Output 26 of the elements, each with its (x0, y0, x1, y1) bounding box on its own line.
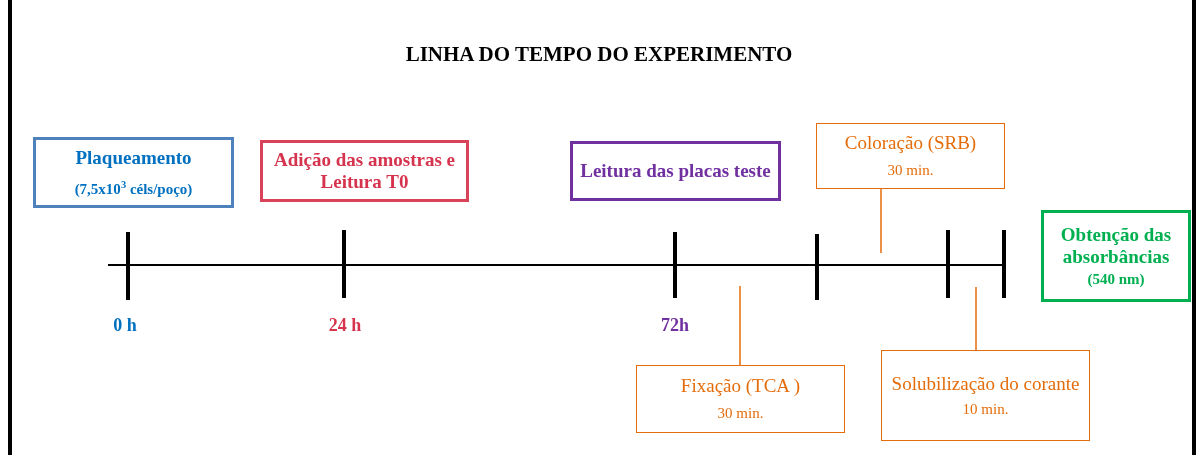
diagram-title: LINHA DO TEMPO DO EXPERIMENTO (404, 42, 794, 67)
step-text: Adição das amostras e Leitura T0 (273, 149, 456, 193)
time-label: 72h (661, 315, 689, 336)
step-box (260, 140, 469, 202)
step-box (33, 137, 234, 208)
leader-line (975, 286, 977, 351)
step-box (570, 141, 781, 201)
step-text: Obtenção das absorbâncias (1059, 224, 1173, 268)
step-text: Fixação (TCA ) (680, 375, 801, 398)
step-text: Coloração (SRB) (844, 132, 977, 155)
leader-line (880, 188, 882, 254)
step-detail: (540 nm) (1087, 270, 1145, 288)
step-box (816, 123, 1005, 189)
step-detail: (7,5x10$^{3}$ céls/poço) (74, 178, 193, 199)
leader-line (739, 285, 741, 366)
step-text: Leitura das placas teste (580, 160, 771, 182)
step-text: Solubilização do corante (891, 372, 1080, 395)
step-box (1041, 210, 1191, 302)
step-text: Plaqueamento (75, 146, 192, 169)
step-box (636, 365, 845, 433)
step-box (881, 350, 1090, 441)
time-label: 24 h (328, 315, 362, 336)
step-detail: 30 min. (887, 162, 934, 180)
time-label: 0 h (113, 315, 137, 336)
step-detail: 30 min. (717, 405, 764, 423)
step-detail: 10 min. (962, 400, 1009, 419)
